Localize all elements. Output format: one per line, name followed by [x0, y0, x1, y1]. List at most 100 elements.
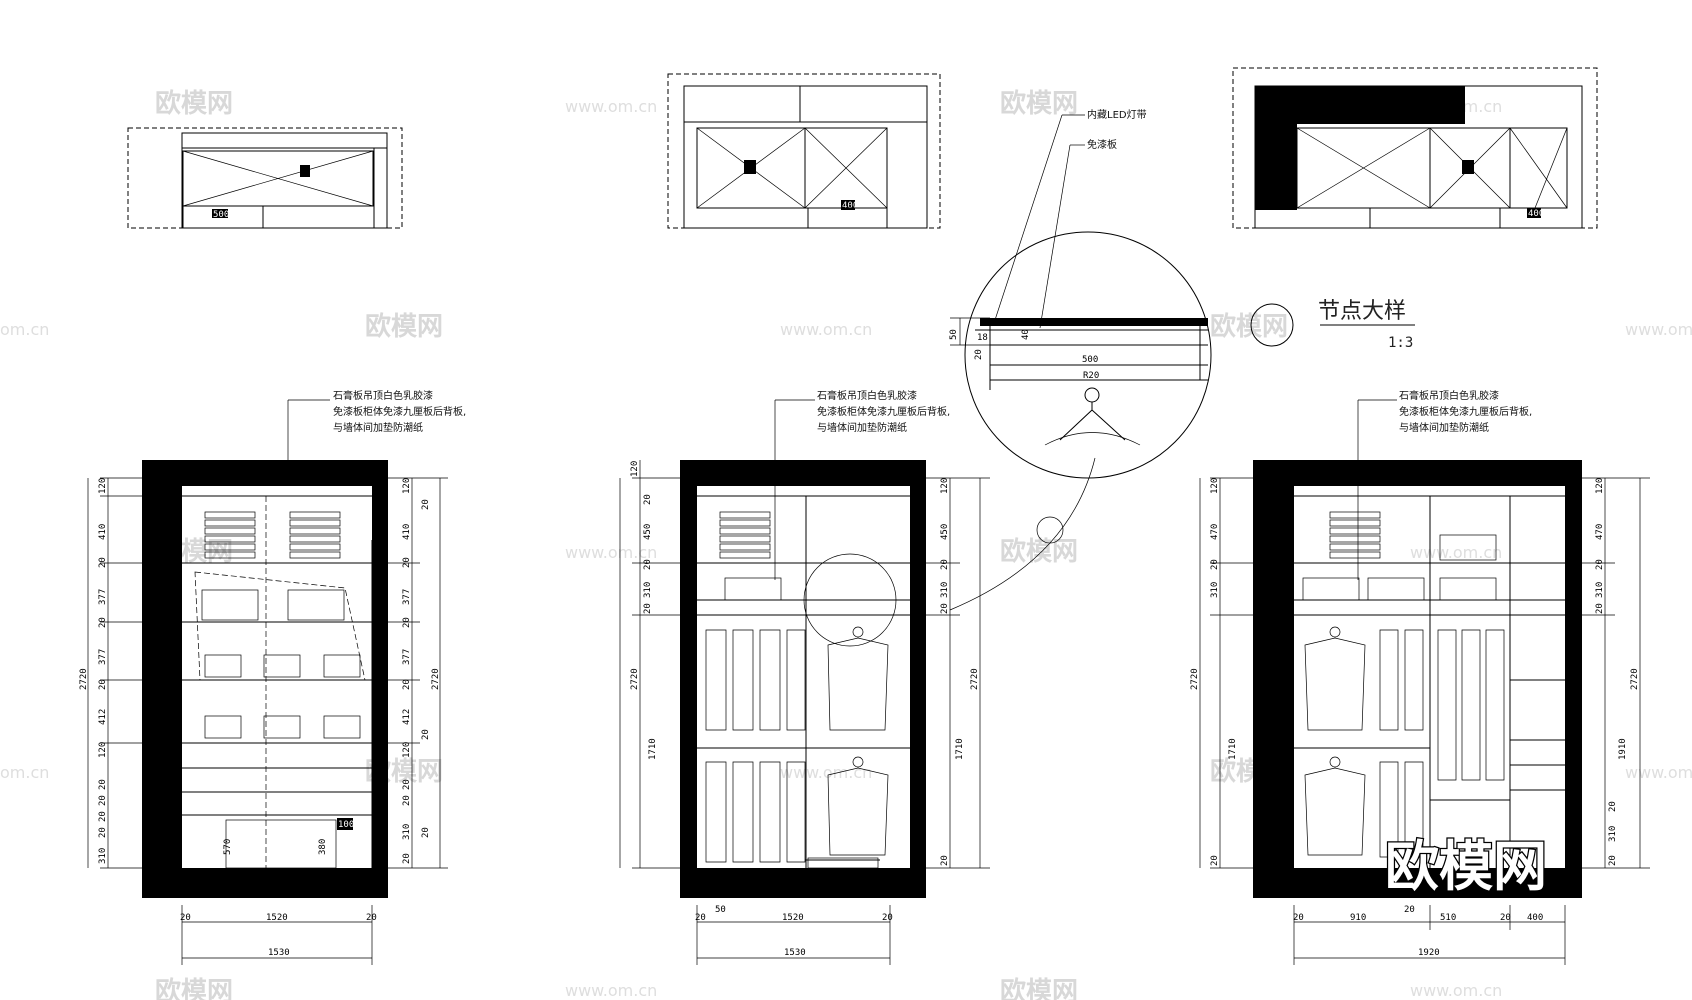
dim: 120	[98, 478, 108, 494]
dim: 412	[402, 709, 412, 725]
detail-led-callout: 内藏LED灯带	[1087, 108, 1147, 121]
detail-dim: 20	[974, 349, 984, 360]
dim: 120	[1595, 478, 1605, 494]
watermark-url: www.om.cn	[565, 97, 657, 116]
watermark-url: www.om.cn	[1625, 320, 1692, 339]
dim: 20	[98, 617, 108, 628]
watermark-url: www.om.cn	[1410, 981, 1502, 1000]
dim: 1520	[266, 913, 288, 923]
dim: 20	[1608, 855, 1618, 866]
dim: 20	[180, 913, 191, 923]
folded-clothes	[204, 511, 341, 559]
dim-total: 2720	[431, 668, 441, 690]
dim: 377	[402, 589, 412, 605]
folded-clothes	[719, 511, 771, 559]
watermark-brand: 欧模网	[155, 88, 233, 119]
dim: 20	[421, 827, 431, 838]
dim: 20	[421, 729, 431, 740]
dim: 20	[940, 855, 950, 866]
detail-dim: 18	[977, 333, 988, 343]
plan-view-3: 400	[1232, 67, 1598, 229]
dim: 20	[402, 557, 412, 568]
dim: 20	[1595, 603, 1605, 614]
watermark-brand: 欧模网	[1000, 976, 1078, 1000]
detail-scale: 1:3	[1388, 335, 1413, 351]
dim: 20	[98, 795, 108, 806]
callout-line: 与墙体间加垫防潮纸	[333, 421, 423, 434]
callout-line: 石膏板吊顶白色乳胶漆	[817, 389, 917, 402]
detail-board-callout: 免漆板	[1087, 138, 1117, 151]
dim: 310	[1595, 582, 1605, 598]
plan-dim: 400	[842, 201, 858, 211]
dim: 120	[402, 742, 412, 758]
watermark-url: www.om.cn	[780, 763, 872, 782]
detail-title-block: 节点大样 1:3	[1250, 299, 1415, 351]
watermark-brand: 欧模网	[1210, 311, 1288, 342]
dim: 377	[98, 589, 108, 605]
dim: 1710	[955, 738, 965, 760]
dim: 20	[98, 811, 108, 822]
dim-total: 2720	[630, 668, 640, 690]
callout-line: 免漆板柜体免漆九厘板后背板,	[1399, 405, 1532, 418]
hanging-clothes	[705, 626, 889, 863]
dim: 20	[643, 603, 653, 614]
watermark-url: om.cn	[0, 320, 49, 339]
dim: 377	[98, 649, 108, 665]
dim: 20	[98, 557, 108, 568]
watermark-url: www.om.cn	[1625, 763, 1692, 782]
dim-total: 1530	[268, 948, 290, 958]
watermark-url: www.om.cn	[565, 543, 657, 562]
bottom-dim-chain: 20 1520 20 1530	[180, 905, 377, 965]
dim: 450	[940, 524, 950, 540]
dim: 377	[402, 649, 412, 665]
detail-dim: 50	[949, 329, 959, 340]
dim: 20	[1210, 559, 1220, 570]
detail-title: 节点大样	[1318, 299, 1406, 324]
watermark-brand: 欧模网	[1000, 88, 1078, 119]
watermark-url: www.om.cn	[780, 320, 872, 339]
detail-dim: 500	[1082, 355, 1098, 365]
callout-line: 免漆板柜体免漆九厘板后背板,	[333, 405, 466, 418]
dim: 20	[402, 679, 412, 690]
plan-view-1: 500	[127, 127, 403, 229]
storage-boxes	[1302, 534, 1497, 601]
right-dim-chain: 120 410 20 377 20 377 20 412 120 20 20 3…	[388, 477, 448, 869]
dim: 20	[402, 617, 412, 628]
dim: 20	[1500, 913, 1511, 923]
dim: 20	[1404, 905, 1415, 915]
dim: 450	[643, 524, 653, 540]
dim: 20	[695, 913, 706, 923]
callout-line: 免漆板柜体免漆九厘板后背板,	[817, 405, 950, 418]
dim: 310	[1210, 582, 1220, 598]
dim: 510	[1440, 913, 1456, 923]
dim: 20	[402, 795, 412, 806]
folded-sweaters	[204, 654, 361, 739]
dim: 20	[98, 827, 108, 838]
dim: 120	[402, 478, 412, 494]
storage-box	[724, 577, 782, 601]
dim-total: 1920	[1418, 948, 1440, 958]
dim: 20	[421, 499, 431, 510]
dim: 412	[98, 709, 108, 725]
dim: 410	[98, 524, 108, 540]
dim: 400	[1527, 913, 1543, 923]
dim: 410	[402, 524, 412, 540]
inner-dim: 570	[223, 839, 233, 855]
brand-logo: 欧模网	[1385, 835, 1547, 898]
dim: 20	[643, 559, 653, 570]
dim: 20	[940, 603, 950, 614]
plan-view-2: 400	[667, 73, 941, 229]
dim: 310	[643, 582, 653, 598]
left-dim-chain: 120 410 20 377 20 377 20 412 120 20 20 2…	[79, 477, 142, 869]
dim: 310	[402, 824, 412, 840]
dim: 20	[402, 779, 412, 790]
dim: 310	[98, 848, 108, 864]
dim: 20	[98, 679, 108, 690]
watermark-url: www.om.cn	[565, 981, 657, 1000]
inner-dim: 100	[338, 820, 354, 830]
wardrobe-elevation-3: 石膏板吊顶白色乳胶漆 免漆板柜体免漆九厘板后背板, 与墙体间加垫防潮纸	[1190, 389, 1650, 965]
watermark-url: www.om.cn	[1410, 543, 1502, 562]
dim: 20	[1595, 559, 1605, 570]
inner-dim: 380	[318, 839, 328, 855]
dim-total: 2720	[79, 668, 89, 690]
